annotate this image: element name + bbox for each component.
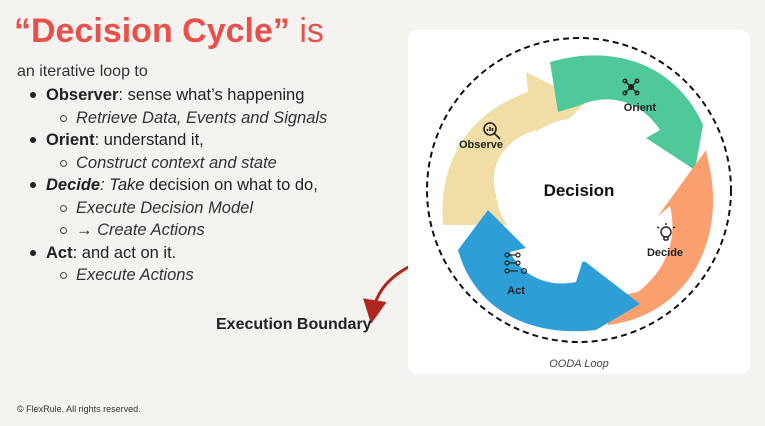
step-act-sublist: Execute Actions bbox=[46, 264, 327, 287]
observe-arrow bbox=[442, 72, 586, 225]
step-decide-sublist: Execute Decision Model → Create Actions bbox=[46, 197, 327, 242]
ooda-caption: OODA Loop bbox=[549, 358, 609, 370]
observe-label: Observe bbox=[459, 139, 503, 151]
step-orient-text: : understand it, bbox=[94, 131, 204, 149]
workflow-icon bbox=[504, 252, 528, 275]
steps-list: Observer: sense what’s happening Retriev… bbox=[30, 84, 327, 287]
decide-arrow bbox=[608, 150, 714, 325]
center-label: Decision bbox=[544, 181, 615, 200]
step-decide-sub-item: → Create Actions bbox=[46, 219, 327, 242]
step-decide-text: decision on what to do, bbox=[144, 176, 318, 194]
step-orient-sublist: Construct context and state bbox=[46, 152, 327, 175]
step-act: Act: and act on it. Execute Actions bbox=[30, 242, 327, 287]
step-observer-text: : sense what’s happening bbox=[118, 86, 305, 104]
orient-label: Orient bbox=[624, 102, 657, 114]
act-label: Act bbox=[507, 285, 525, 297]
step-act-sub-item: Execute Actions bbox=[46, 264, 327, 287]
step-decide-sub-item: Execute Decision Model bbox=[46, 197, 327, 220]
ooda-diagram: Decision Observe Orient bbox=[426, 37, 732, 343]
step-observer-sublist: Retrieve Data, Events and Signals bbox=[46, 107, 327, 130]
title-highlight: “Decision Cycle” bbox=[14, 12, 290, 50]
step-decide-italic: : Take bbox=[100, 176, 145, 194]
network-icon bbox=[622, 78, 640, 96]
copyright-notice: © FlexRule. All rights reserved. bbox=[17, 404, 141, 414]
step-act-text: : and act on it. bbox=[72, 243, 177, 262]
step-orient-name: Orient bbox=[46, 131, 95, 149]
intro-text: an iterative loop to bbox=[17, 63, 148, 80]
step-act-name: Act bbox=[46, 243, 73, 262]
execution-boundary-label: Execution Boundary bbox=[216, 316, 372, 333]
decide-label: Decide bbox=[647, 247, 683, 259]
step-orient: Orient: understand it, Construct context… bbox=[30, 129, 327, 174]
orient-arrow bbox=[550, 55, 703, 170]
title-rest: is bbox=[289, 12, 324, 50]
step-orient-sub-item: Construct context and state bbox=[46, 152, 327, 175]
step-decide-name: Decide bbox=[46, 176, 101, 194]
step-observer-name: Observer bbox=[46, 86, 119, 104]
page-title: “Decision Cycle” is bbox=[14, 8, 324, 54]
magnifier-chart-icon bbox=[483, 122, 501, 140]
center-hub bbox=[507, 118, 651, 262]
ooda-diagram-panel: Decision Observe Orient bbox=[408, 30, 750, 374]
lightbulb-icon bbox=[656, 223, 676, 241]
execution-boundary-circle bbox=[426, 37, 732, 343]
step-decide: Decide: Take decision on what to do, Exe… bbox=[30, 174, 327, 242]
act-arrow bbox=[458, 210, 640, 332]
step-observer-sub-item: Retrieve Data, Events and Signals bbox=[46, 107, 327, 130]
step-observer: Observer: sense what’s happening Retriev… bbox=[30, 84, 327, 129]
